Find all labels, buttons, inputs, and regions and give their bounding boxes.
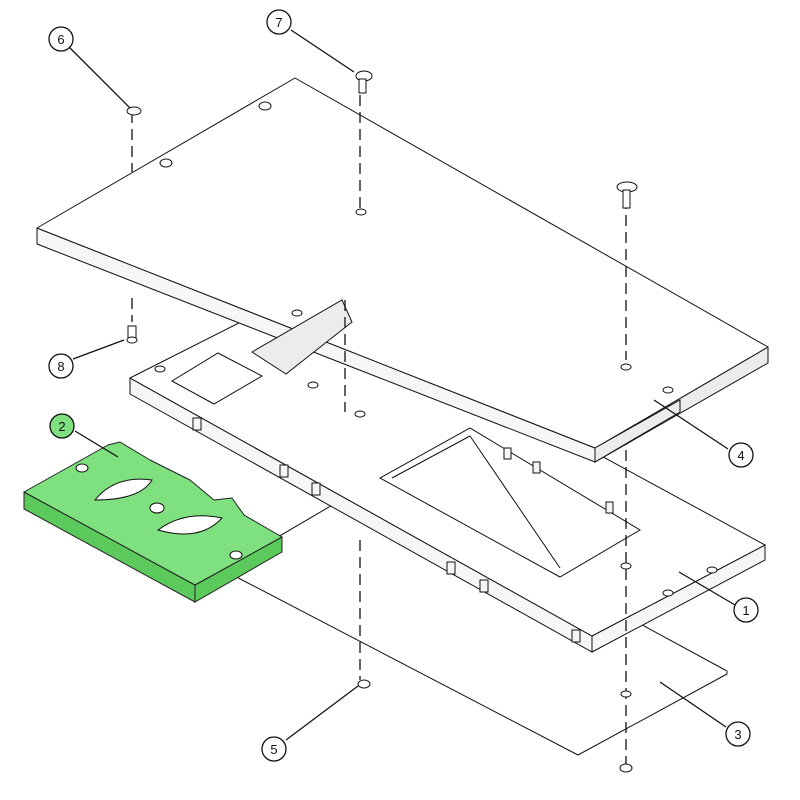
carriage-bolt	[616, 181, 638, 209]
callout-8: 8	[48, 353, 74, 379]
callout-4: 4	[728, 442, 754, 468]
callout-1: 1	[733, 597, 759, 623]
callout-6: 6	[48, 26, 74, 52]
nut-5	[357, 679, 371, 689]
fastener-axes	[131, 78, 627, 765]
highlighted-sub-plate	[23, 441, 283, 603]
callout-3: 3	[725, 721, 751, 747]
top-cover-plate	[36, 77, 769, 463]
callout-7: 7	[266, 9, 292, 35]
nut-bottom	[619, 763, 633, 773]
callout-5: 5	[261, 736, 287, 762]
callout-3-label: 3	[734, 727, 741, 742]
callout-2-label: 2	[58, 419, 65, 434]
callout-5-label: 5	[270, 742, 277, 757]
callout-7-label: 7	[275, 15, 282, 30]
screw-7	[355, 70, 373, 94]
callout-8-label: 8	[57, 359, 64, 374]
callout-2: 2	[49, 413, 75, 439]
leader-lines	[69, 29, 736, 741]
callout-6-label: 6	[57, 32, 64, 47]
pin-8	[126, 325, 138, 344]
screw-6	[126, 106, 142, 116]
callout-1-label: 1	[742, 603, 749, 618]
fasteners	[126, 70, 638, 773]
callout-4-label: 4	[737, 448, 744, 463]
middle-frame-plate	[129, 291, 766, 653]
